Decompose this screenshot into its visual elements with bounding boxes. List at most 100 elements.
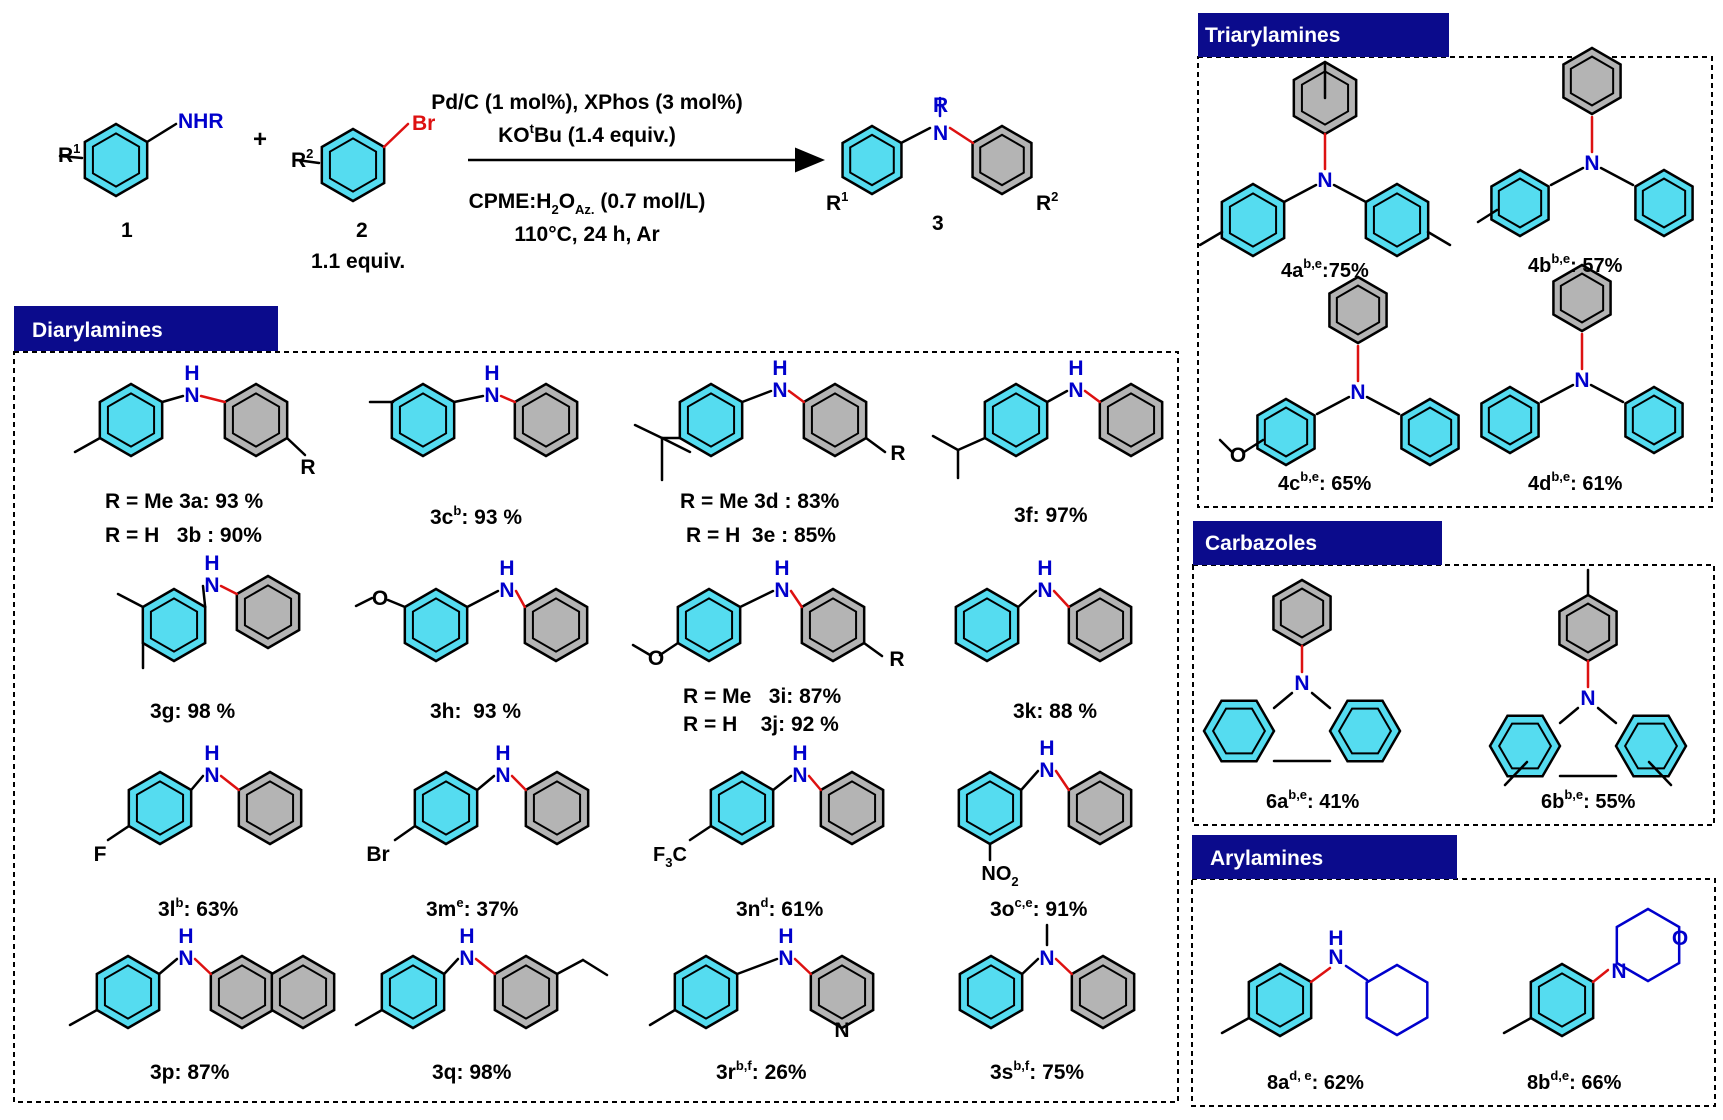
mol-3o-ring-b: [1067, 770, 1133, 846]
mol-6b-ring-left-inner: [1497, 722, 1553, 770]
mol-3h-ring-b: [523, 587, 589, 663]
triarylamines-panel: Triarylamines: [1197, 13, 1713, 508]
mol-3n-h: H: [792, 742, 807, 765]
mol-3c-ring-a-outline: [390, 382, 456, 458]
mol-3s-ring-b-inner: [1078, 964, 1128, 1020]
mol-3a-ring-b: [223, 382, 289, 458]
mol-3o-h: H: [1039, 737, 1054, 760]
mol-4d-ring-top: [1552, 263, 1612, 333]
mol-4c-ring-top: [1328, 275, 1388, 345]
mol-3p-me: [68, 1008, 99, 1027]
mol-3g-h: H: [204, 552, 219, 575]
mol-4c-ring-left-outline: [1256, 397, 1316, 467]
product-r1-label: R1: [826, 189, 848, 215]
mol-3k-ring-b-outline: [1067, 587, 1133, 663]
mol-3c-ring-a-inner: [398, 392, 448, 448]
mol-3o-no2: NO2: [981, 863, 1018, 889]
label-4b: 4bb,e: 57%: [1528, 251, 1623, 277]
mol-4a-ring-left-outline: [1220, 182, 1286, 258]
mol-3n-cf3-main: F: [653, 844, 665, 866]
mol-3p-ring-b-outline: [209, 954, 275, 1030]
mol-3h-me: [354, 596, 374, 608]
label-4a: 4ab,e:75%: [1281, 256, 1369, 282]
mol-8a-me: [1220, 1016, 1251, 1035]
mol-3r-me: [648, 1008, 677, 1027]
mol-3m-ring-b-outline: [524, 770, 590, 846]
mol-3h-ring-a: [403, 587, 469, 663]
mol-3h-o: O: [372, 587, 388, 610]
label-3a: R = Me 3a: 93 %: [105, 490, 263, 513]
mol-4c-ring-left: [1256, 397, 1316, 467]
mol-3m-bond-nc: [510, 774, 528, 792]
mol-6b-me-right: [1647, 760, 1673, 787]
mol-3d-ring-a-outline: [678, 382, 744, 458]
label-3i: R = Me 3i: 87%: [683, 685, 841, 708]
mol-3m-ring-a: [413, 770, 479, 846]
mol-3h-h: H: [499, 557, 514, 580]
mol-3q-ring-a: [380, 954, 446, 1030]
label-3j: R = H 3j: 92 %: [683, 713, 839, 736]
mol-3c-bond-cn: [452, 394, 485, 404]
mol-4c-o-bond: [1242, 438, 1265, 454]
label-3c: 3cb: 93 %: [430, 503, 522, 529]
mol-3q-bond-nc: [474, 957, 497, 976]
mol-3i-ring-a-outline: [676, 587, 742, 663]
mol-6b-me-left: [1503, 760, 1529, 787]
mol-3m-br-bond: [393, 824, 417, 842]
mol-3k-ring-a-outline: [954, 587, 1020, 663]
triarylamines-title: Triarylamines: [1205, 24, 1340, 47]
mol-3i-o-bond: [658, 641, 680, 657]
mol-3n-ring-a-outline: [709, 770, 775, 846]
label-3f: 3f: 97%: [1014, 504, 1088, 527]
compound-1-number: 1: [121, 219, 133, 242]
mol-3l-bond-nc: [219, 774, 241, 792]
reagent-2-ring-outline: [320, 127, 386, 203]
mol-8a-ring-inner: [1255, 972, 1305, 1028]
mol-3s-bond-nc: [1054, 957, 1074, 976]
mol-3h-o-bond: [386, 598, 407, 609]
mol-4d-ring-top-inner: [1559, 272, 1605, 324]
product-ring-a-outline: [841, 124, 903, 196]
mol-3r-bond-nc: [793, 957, 813, 976]
mol-3d-r-bond: [864, 436, 887, 454]
mol-6a-n: N: [1294, 672, 1309, 695]
mol-3n-bond-cn: [771, 774, 793, 792]
mol-3s-bond-cn: [1020, 957, 1040, 976]
mol-8a-ring: [1247, 962, 1313, 1038]
mol-3i-bond-cn: [738, 589, 775, 609]
mol-3q-h: H: [459, 925, 474, 948]
mol-3m-bond-cn: [475, 774, 496, 792]
mol-3d-h: H: [772, 357, 787, 380]
mol-4d-ring-right: [1624, 385, 1684, 455]
mol-3p-ring-b-inner: [217, 964, 267, 1020]
mol-3o-ring-b-outline: [1067, 770, 1133, 846]
mol-4d-ring-left-outline: [1480, 385, 1540, 455]
mol-4a-ring-right-outline: [1364, 182, 1430, 258]
mol-3f-ring-a: [983, 382, 1049, 458]
mol-3q-ring-a-outline: [380, 954, 446, 1030]
product-ring-a-inner: [849, 133, 895, 187]
mol-3k-bond-cn: [1016, 589, 1038, 609]
mol-3q-bond-cn: [442, 957, 460, 976]
label-3q: 3q: 98%: [432, 1061, 512, 1084]
mol-4c-ring-left-inner: [1263, 406, 1309, 458]
mol-8a-bond-cn: [1309, 966, 1332, 984]
mol-3n-cf3-tail: C: [673, 844, 687, 866]
mol-3m-br: Br: [366, 843, 389, 866]
mol-3p-ring-b: [209, 954, 275, 1030]
mol-4d-ring-left: [1480, 385, 1540, 455]
mol-3k-ring-a: [954, 587, 1020, 663]
mol-6a-ring-top-inner: [1279, 587, 1325, 639]
mol-3f-ipr-a: [931, 434, 960, 452]
mol-3g-ring-a: [141, 587, 207, 663]
mol-3a-r-bond: [285, 436, 307, 457]
mol-3c-ring-b-inner: [521, 392, 571, 448]
mol-6b-ring-top: [1558, 593, 1618, 663]
mol-3s-ring-b-outline: [1070, 954, 1136, 1030]
arylamines-title: Arylamines: [1210, 847, 1323, 870]
mol-3f-ring-b: [1098, 382, 1164, 458]
mol-6a-ring-left: [1202, 699, 1276, 763]
mol-3q-ring-b-inner: [501, 964, 551, 1020]
diarylamines-frame: [13, 351, 1179, 1103]
label-3d: R = Me 3d : 83%: [680, 490, 840, 513]
